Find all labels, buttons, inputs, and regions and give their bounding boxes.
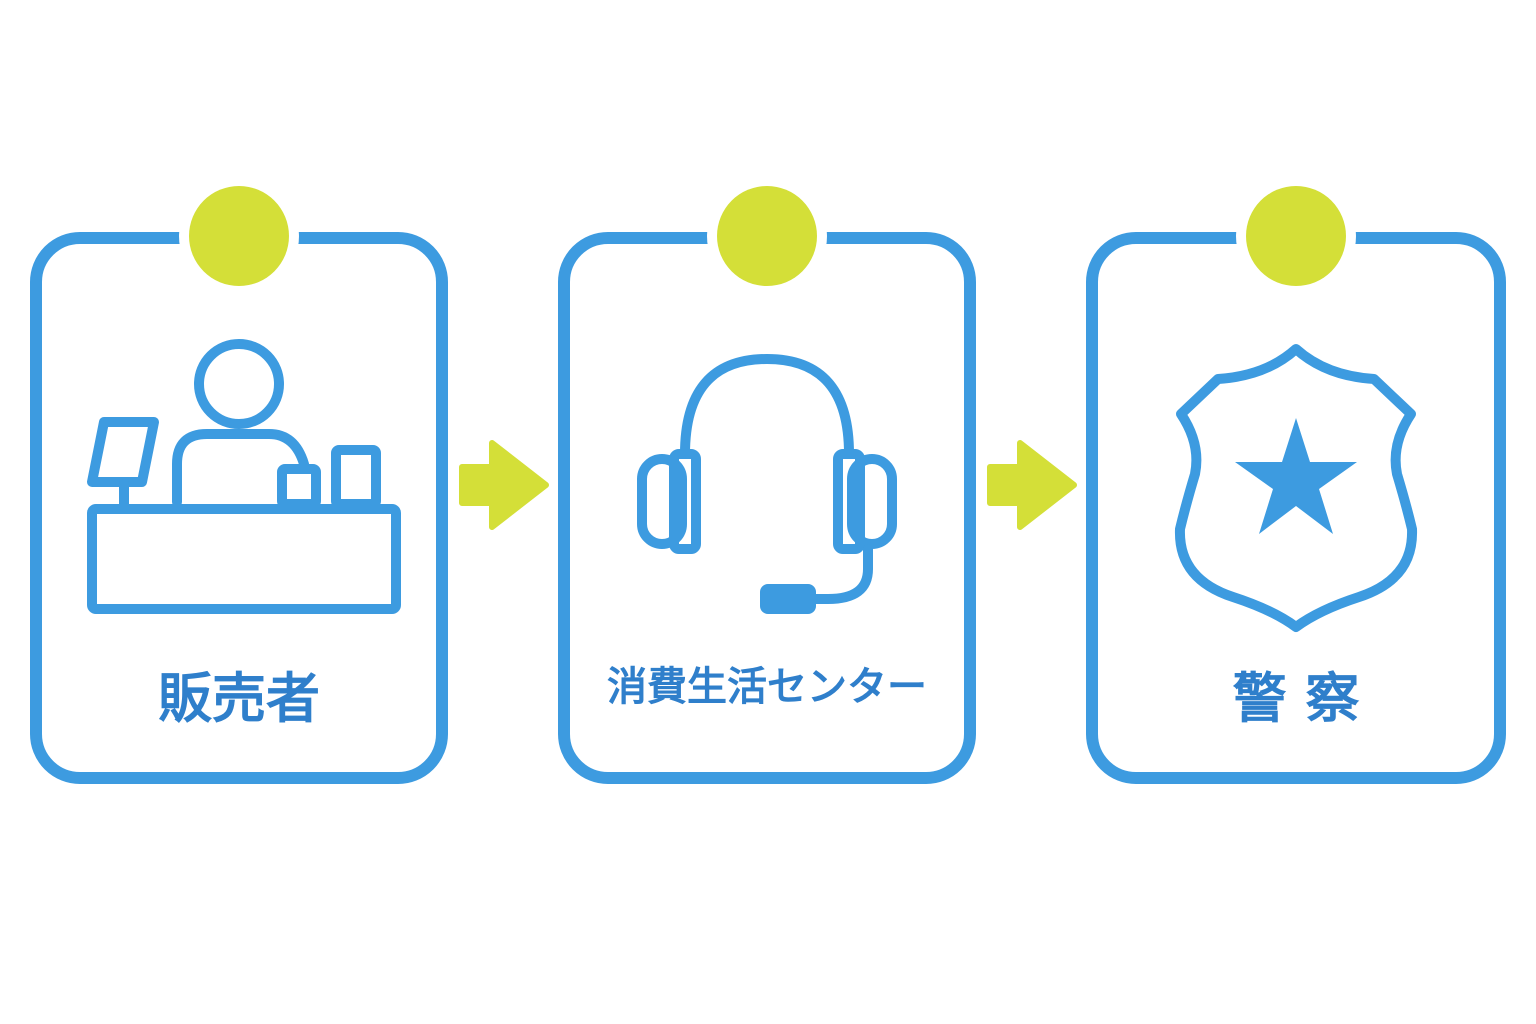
step-label: 販売者 [158,667,320,730]
arrow-right-icon [459,440,549,530]
headset-icon [637,354,897,614]
step-dot [717,186,817,286]
police-badge-icon [1174,344,1418,632]
step-label: 警 察 [1232,667,1360,730]
step-card-consumer-center: 消費生活センター [558,186,976,784]
arrow-right-icon [987,440,1077,530]
step-card-seller: 販売者 [30,186,448,784]
step-dot [189,186,289,286]
seller-counter-icon [87,339,401,614]
step-label: 消費生活センター [607,664,927,710]
step-dot [1246,186,1346,286]
step-card-police: 警 察 [1086,186,1506,784]
